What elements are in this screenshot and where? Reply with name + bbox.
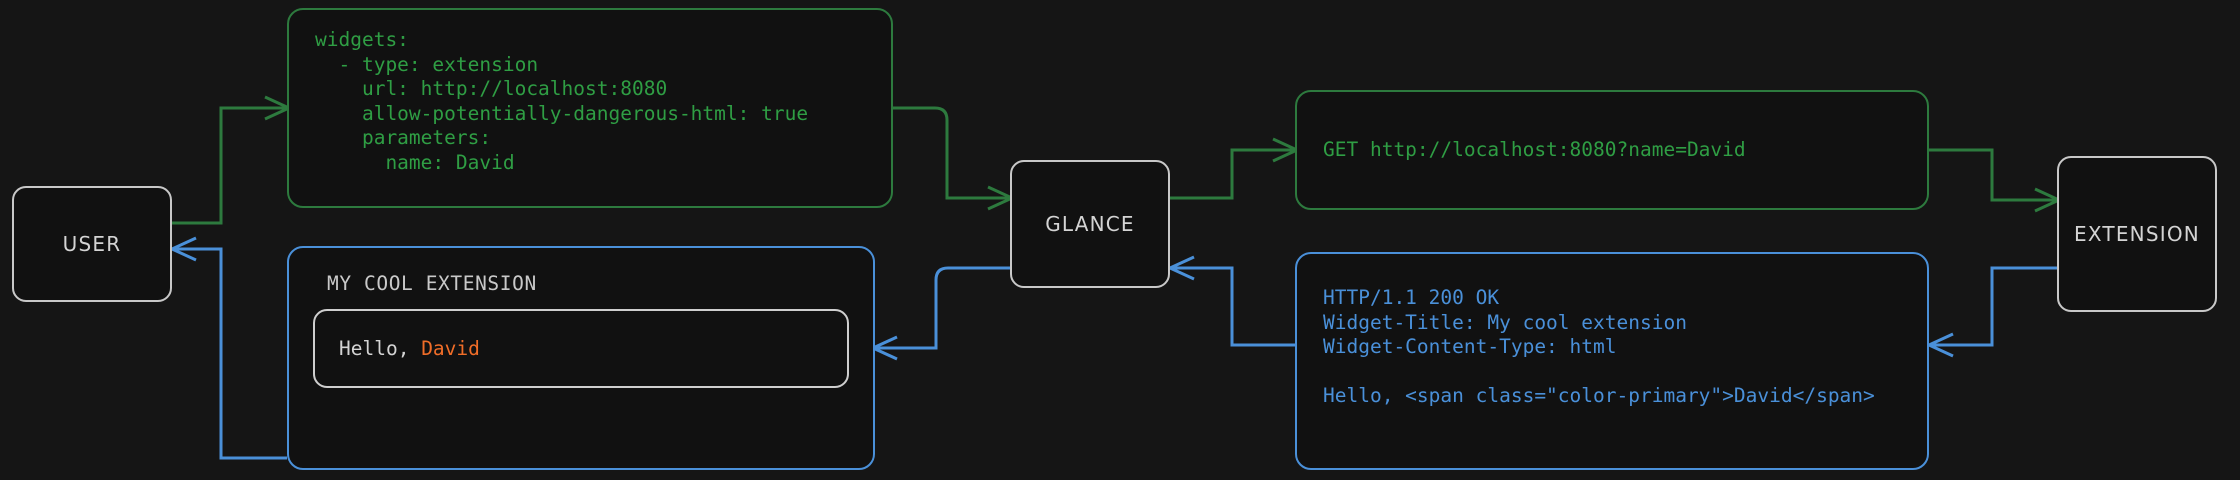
edge-response-to-glance [1166, 255, 1295, 347]
edge-config-to-glance [893, 106, 1016, 211]
widget-body-prefix: Hello, [339, 337, 422, 360]
message-http-request: GET http://localhost:8080?name=David [1295, 90, 1929, 210]
node-glance-label: GLANCE [1045, 212, 1135, 236]
node-extension[interactable]: EXTENSION [2057, 156, 2217, 312]
http-response-text: HTTP/1.1 200 OK Widget-Title: My cool ex… [1323, 286, 1875, 407]
message-rendered-widget: MY COOL EXTENSION Hello, David [287, 246, 875, 470]
widget-card: Hello, David [313, 309, 849, 388]
widget-body-accent: David [421, 337, 480, 360]
widget-title: MY COOL EXTENSION [327, 272, 537, 295]
http-request-text: GET http://localhost:8080?name=David [1323, 137, 1746, 161]
edge-extension-to-response [1925, 266, 2057, 358]
node-user[interactable]: USER [12, 186, 172, 302]
edge-widget-to-user [168, 236, 287, 460]
node-glance[interactable]: GLANCE [1010, 160, 1170, 288]
edge-user-to-config [172, 95, 293, 225]
edge-glance-to-request [1170, 137, 1301, 200]
edge-glance-to-widget [869, 266, 1010, 361]
config-yaml-text: widgets: - type: extension url: http://l… [315, 28, 809, 174]
edge-request-to-extension [1929, 148, 2063, 213]
message-http-response: HTTP/1.1 200 OK Widget-Title: My cool ex… [1295, 252, 1929, 470]
node-user-label: USER [62, 232, 122, 256]
node-extension-label: EXTENSION [2074, 222, 2200, 246]
message-config-yaml: widgets: - type: extension url: http://l… [287, 8, 893, 208]
